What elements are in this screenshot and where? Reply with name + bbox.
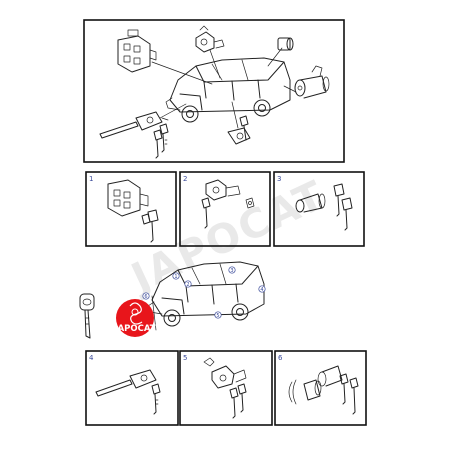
overview-leader-1 bbox=[151, 61, 213, 85]
overview-vehicle bbox=[165, 57, 291, 123]
callout-5: 5 bbox=[216, 313, 219, 319]
panel-2-number: 2 bbox=[183, 175, 187, 183]
panel-5: 5 bbox=[179, 350, 273, 426]
overview-key-1 bbox=[159, 123, 169, 153]
callout-6: 6 bbox=[144, 294, 147, 300]
overview-panel bbox=[83, 19, 345, 163]
overview-frame bbox=[83, 19, 345, 163]
panel-3-number: 3 bbox=[277, 175, 281, 183]
overview-leader-3 bbox=[267, 47, 283, 67]
loose-key bbox=[79, 293, 95, 339]
overview-leader-5 bbox=[231, 101, 239, 129]
overview-ignition-cylinder bbox=[294, 65, 330, 99]
callout-markers: 1 2 3 4 5 6 bbox=[142, 266, 266, 319]
overview-small-cylinder bbox=[277, 37, 294, 51]
panel-6: 6 bbox=[274, 350, 367, 426]
callout-4: 4 bbox=[260, 287, 263, 293]
callout-1: 1 bbox=[174, 274, 177, 280]
callout-2: 2 bbox=[186, 282, 189, 288]
panel-2: 2 bbox=[179, 171, 271, 247]
overview-hatch-lock bbox=[99, 111, 169, 139]
panel-1-number: 1 bbox=[89, 175, 93, 183]
panel-4-number: 4 bbox=[89, 354, 94, 362]
panel-3: 3 bbox=[273, 171, 365, 247]
watermark-text: JAPOCAT bbox=[122, 172, 332, 303]
panel-1: 1 bbox=[85, 171, 177, 247]
brand-logo-text: JAPOCAT bbox=[113, 324, 155, 334]
overview-leader-4 bbox=[159, 103, 187, 119]
brand-logo-disc bbox=[116, 299, 154, 337]
overview-key-2 bbox=[153, 129, 163, 159]
overview-latch-assembly bbox=[117, 29, 157, 73]
overview-leader-2 bbox=[209, 49, 221, 79]
overview-leader-6 bbox=[283, 85, 297, 93]
panel-6-number: 6 bbox=[278, 354, 283, 362]
overview-door-cylinder bbox=[195, 25, 225, 53]
panel-5-number: 5 bbox=[183, 354, 187, 362]
panel-4: 4 bbox=[85, 350, 179, 426]
overview-door-cylinder-keys bbox=[227, 115, 251, 145]
brand-logo: JAPOCAT bbox=[113, 299, 156, 337]
callout-3: 3 bbox=[230, 268, 233, 274]
